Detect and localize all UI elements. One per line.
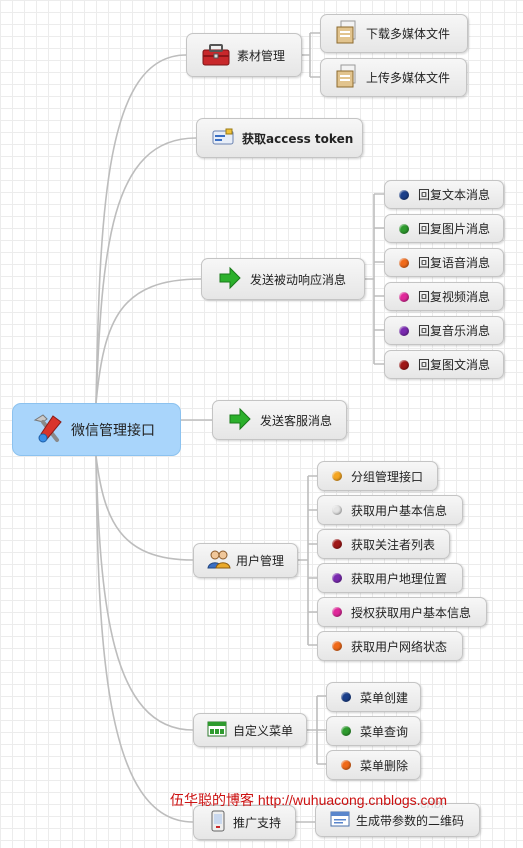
node-menu[interactable]: 自定义菜单 — [193, 713, 307, 747]
node-material-download-label: 下载多媒体文件 — [366, 27, 451, 41]
node-passive-text[interactable]: 回复文本消息 — [384, 180, 504, 209]
bullet-icon — [332, 539, 342, 549]
node-promo[interactable]: 推广支持 — [193, 805, 296, 840]
green-arrow-icon — [218, 266, 242, 293]
node-service-label: 发送客服消息 — [260, 413, 333, 428]
node-user-followers-label: 获取关注者列表 — [351, 537, 436, 552]
bullet-icon — [399, 291, 409, 302]
bullet-icon — [341, 726, 351, 736]
connector-root-passive — [95, 278, 202, 404]
connector-user — [298, 475, 317, 646]
blog-watermark: 伍华聪的博客 http://wuhuacong.cnblogs.com — [170, 792, 448, 808]
bullet-icon — [399, 359, 409, 370]
bullet-icon — [399, 325, 409, 336]
node-passive-news[interactable]: 回复图文消息 — [384, 350, 504, 379]
bullet-icon — [399, 257, 409, 268]
connector-root-menu — [95, 455, 194, 731]
key-card-icon — [211, 127, 235, 150]
node-material[interactable]: 素材管理 — [186, 33, 302, 77]
node-menu-create[interactable]: 菜单创建 — [326, 682, 421, 712]
tools-icon — [31, 412, 65, 448]
node-passive-music-label: 回复音乐消息 — [418, 324, 491, 338]
node-material-upload-label: 上传多媒体文件 — [366, 71, 451, 85]
bullet-icon — [332, 471, 342, 481]
node-menu-label: 自定义菜单 — [233, 723, 294, 738]
node-passive-image[interactable]: 回复图片消息 — [384, 214, 504, 243]
node-user-location[interactable]: 获取用户地理位置 — [317, 563, 463, 593]
node-user-oauth[interactable]: 授权获取用户基本信息 — [317, 597, 487, 627]
root-label: 微信管理接口 — [71, 422, 155, 439]
users-icon — [207, 548, 231, 573]
node-passive-text-label: 回复文本消息 — [418, 188, 491, 202]
node-passive-voice[interactable]: 回复语音消息 — [384, 248, 504, 277]
node-promo-qrcode[interactable]: 生成带参数的二维码 — [315, 803, 480, 837]
connector-root-user — [95, 455, 194, 561]
connector-root-token — [95, 137, 197, 404]
node-menu-create-label: 菜单创建 — [360, 690, 409, 705]
document-icon — [335, 63, 359, 92]
node-passive-voice-label: 回复语音消息 — [418, 256, 491, 270]
qrcode-window-icon — [330, 810, 350, 831]
node-material-download[interactable]: 下载多媒体文件 — [320, 14, 468, 53]
node-menu-delete[interactable]: 菜单删除 — [326, 750, 421, 780]
node-passive-music[interactable]: 回复音乐消息 — [384, 316, 504, 345]
bullet-icon — [332, 573, 342, 583]
node-user-location-label: 获取用户地理位置 — [351, 571, 448, 586]
node-menu-query[interactable]: 菜单查询 — [326, 716, 421, 746]
bullet-icon — [332, 505, 342, 515]
bullet-icon — [341, 760, 351, 770]
menu-bar-icon — [207, 720, 227, 741]
node-user-label: 用户管理 — [236, 554, 285, 568]
node-passive-image-label: 回复图片消息 — [418, 222, 491, 236]
node-user-followers[interactable]: 获取关注者列表 — [317, 529, 450, 559]
watermark-ghost: cnbl — [420, 796, 444, 811]
node-user-oauth-label: 授权获取用户基本信息 — [351, 605, 472, 620]
connector-root-material — [95, 54, 187, 404]
node-passive-video[interactable]: 回复视频消息 — [384, 282, 504, 311]
document-icon — [335, 19, 359, 48]
node-passive-video-label: 回复视频消息 — [418, 290, 491, 304]
node-user-network-label: 获取用户网络状态 — [351, 639, 448, 654]
node-material-upload[interactable]: 上传多媒体文件 — [320, 58, 467, 97]
node-menu-query-label: 菜单查询 — [360, 724, 409, 739]
bullet-icon — [399, 223, 409, 234]
node-passive-news-label: 回复图文消息 — [418, 358, 491, 372]
node-promo-label: 推广支持 — [233, 816, 282, 830]
node-material-label: 素材管理 — [237, 48, 286, 63]
node-service[interactable]: 发送客服消息 — [212, 400, 347, 440]
node-user-group-label: 分组管理接口 — [351, 469, 424, 484]
node-menu-delete-label: 菜单删除 — [360, 758, 409, 773]
root-node[interactable]: 微信管理接口 — [12, 403, 181, 456]
connector-root-promo — [95, 455, 194, 823]
green-arrow-icon — [228, 407, 252, 434]
node-user-info-label: 获取用户基本信息 — [351, 503, 448, 518]
node-token-label: 获取access token — [242, 131, 354, 146]
bullet-icon — [399, 189, 409, 200]
phone-icon — [211, 810, 225, 835]
node-passive[interactable]: 发送被动响应消息 — [201, 258, 365, 300]
node-user-group[interactable]: 分组管理接口 — [317, 461, 438, 491]
bullet-icon — [341, 692, 351, 702]
node-user-info[interactable]: 获取用户基本信息 — [317, 495, 463, 525]
node-promo-qrcode-label: 生成带参数的二维码 — [356, 813, 465, 828]
node-user[interactable]: 用户管理 — [193, 543, 298, 578]
connector-menu — [307, 695, 326, 765]
node-token[interactable]: 获取access token — [196, 118, 363, 158]
bullet-icon — [332, 607, 342, 617]
connector-passive — [365, 193, 384, 365]
bullet-icon — [332, 641, 342, 651]
node-user-network[interactable]: 获取用户网络状态 — [317, 631, 463, 661]
toolbox-icon — [201, 42, 231, 69]
connector-material — [302, 32, 320, 78]
node-passive-label: 发送被动响应消息 — [250, 272, 347, 287]
